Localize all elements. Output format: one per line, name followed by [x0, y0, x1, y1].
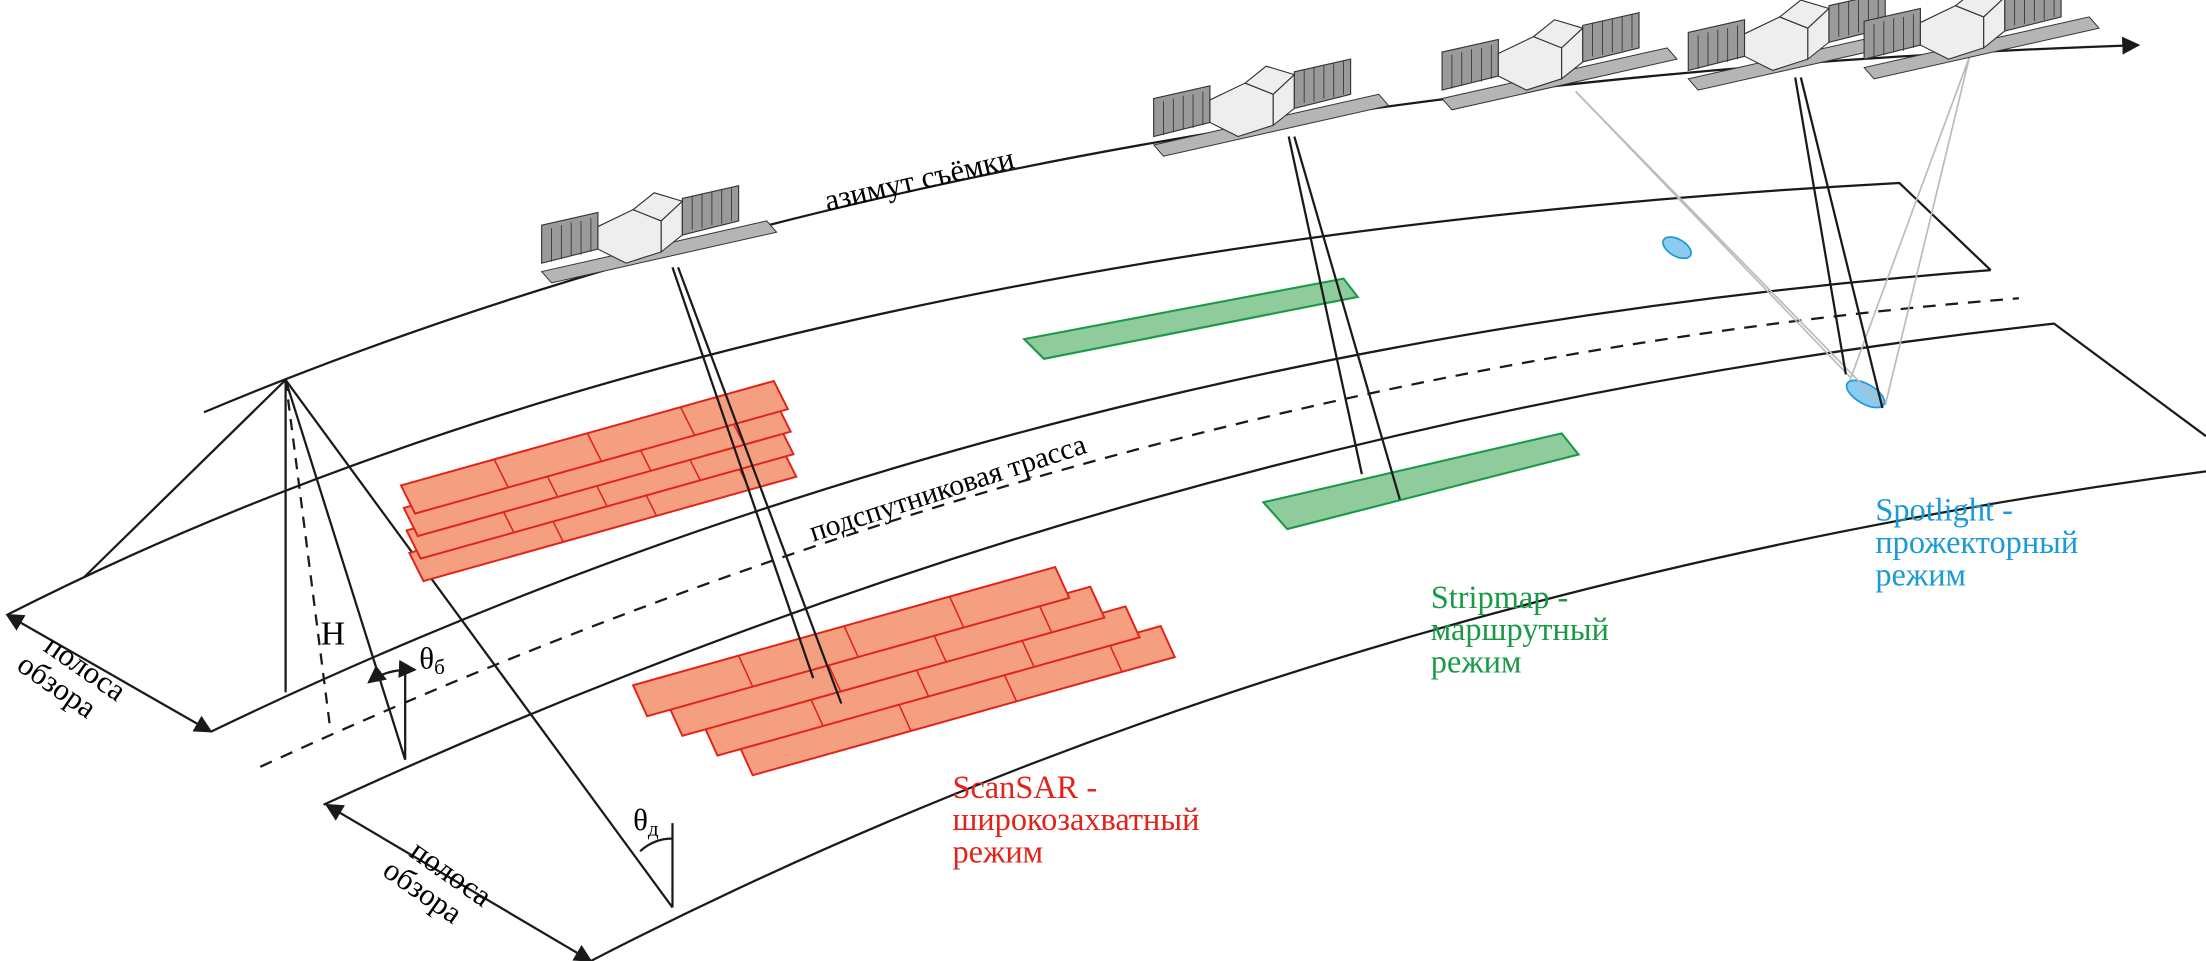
satellite-icon: [1441, 12, 1678, 111]
spotlight-beams: [1575, 56, 1971, 409]
azimuth-label: азимут съёмки: [821, 140, 1017, 218]
swath-arrow-far: [324, 803, 593, 961]
svg-text:прожекторный: прожекторный: [1875, 524, 2078, 560]
near-swath-outer-edge: [6, 181, 1992, 616]
theta-d-label: θд: [633, 802, 659, 841]
stripmap-beam: [1287, 136, 1401, 500]
stripmap-footprint-upper: [1022, 277, 1360, 360]
svg-text:широкозахватный: широкозахватный: [952, 801, 1199, 837]
spotlight-footprint-upper: [1662, 236, 1692, 260]
scansar-footprint-lower: [631, 565, 1177, 777]
svg-text:режим: режим: [1875, 556, 1966, 592]
svg-text:маршрутный: маршрутный: [1431, 611, 1609, 647]
svg-text:режим: режим: [952, 833, 1043, 869]
viewing-geometry: [83, 379, 674, 909]
satellite-icon: [1863, 0, 2100, 80]
near-swath-inner-edge: [210, 269, 1991, 733]
svg-text:режим: режим: [1431, 644, 1522, 680]
satellite-icon: [541, 185, 778, 284]
svg-text:ScanSAR -: ScanSAR -: [952, 769, 1097, 805]
swath-arrow-near: [5, 613, 213, 733]
theta-b-label: θб: [419, 640, 445, 679]
satellite-icon: [1153, 58, 1390, 157]
spotlight-footprint-lower: [1845, 379, 1886, 409]
swath-label-near: полоса обзора: [11, 627, 133, 725]
far-swath-outer-edge: [590, 470, 2206, 961]
scansar-beam: [671, 266, 843, 704]
stripmap-footprint-lower: [1261, 432, 1581, 531]
svg-text:Spotlight -: Spotlight -: [1875, 492, 2012, 528]
far-swath-inner-edge: [323, 322, 2206, 806]
swath-label-far: полоса обзора: [377, 832, 499, 930]
scansar-label: ScanSAR - широкозахватный режим: [952, 769, 1199, 870]
ground-track-label: подспутниковая трасса: [805, 429, 1090, 549]
stripmap-label: Stripmap - маршрутный режим: [1431, 579, 1609, 680]
spotlight-label: Spotlight - прожекторный режим: [1875, 492, 2078, 593]
ground-track: [259, 297, 2019, 768]
height-label: H: [321, 615, 345, 652]
scansar-footprint-upper: [399, 379, 798, 583]
svg-text:Stripmap -: Stripmap -: [1431, 579, 1568, 615]
